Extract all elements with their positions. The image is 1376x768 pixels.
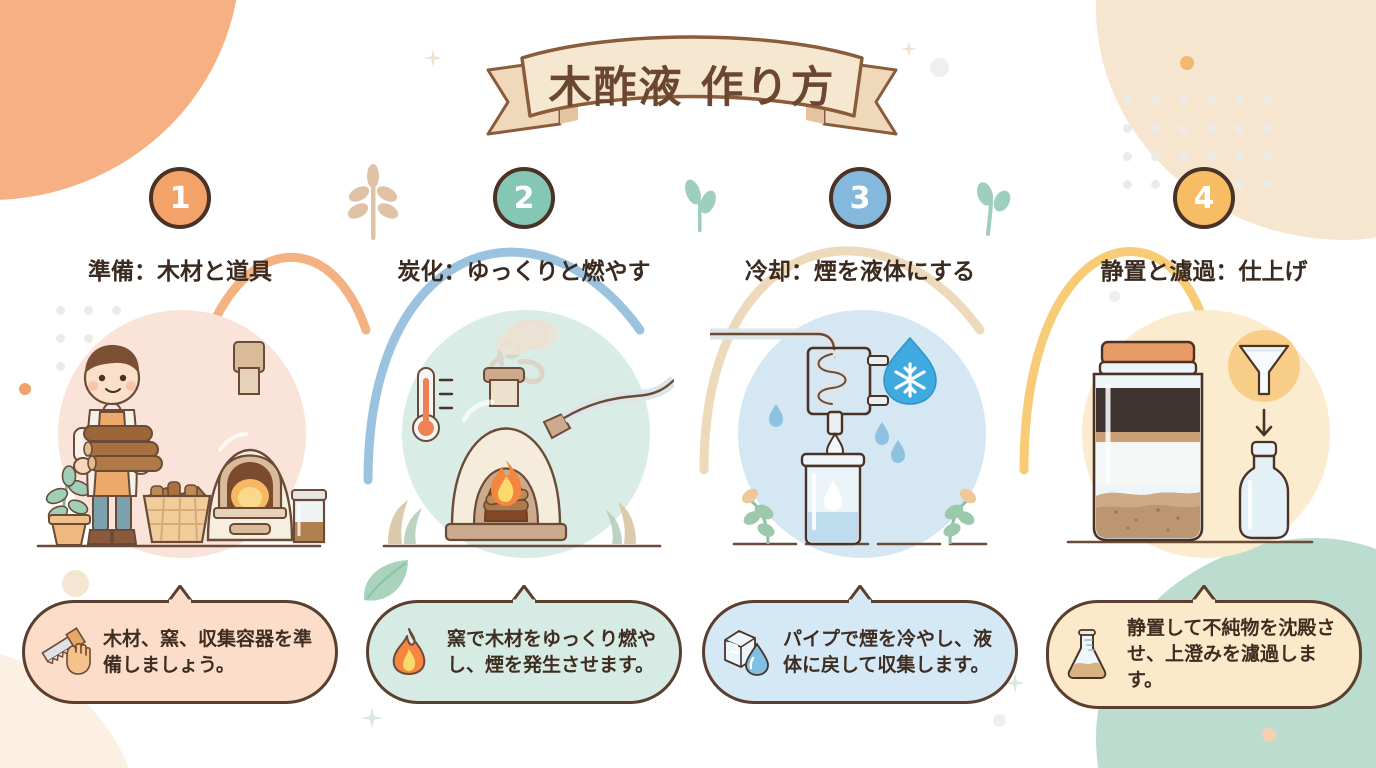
- step-caption-3: パイプで煙を冷やし、液体に戻して収集します。: [702, 585, 1018, 704]
- step-caption-text-1: 木材、窯、収集容器を準備しましょう。: [103, 627, 313, 676]
- step-number-2: 2: [513, 180, 535, 216]
- step-3: 3 冷却：煙を液体にする: [688, 0, 1032, 768]
- step-illustration-2: [374, 300, 674, 568]
- bubble-tail-4: [1190, 585, 1218, 603]
- bubble-tail-1: [166, 585, 194, 603]
- step-number-badge-2: 2: [493, 167, 555, 229]
- step-caption-text-2: 窯で木材をゆっくり燃やし、煙を発生させます。: [447, 627, 657, 676]
- title-ribbon: 木酢液 作り方: [482, 28, 902, 148]
- step-1: 1 準備：木材と道具: [8, 0, 352, 768]
- bubble-tail-3: [846, 585, 874, 603]
- page-title: 木酢液 作り方: [548, 63, 836, 113]
- step-number-3: 3: [849, 180, 871, 216]
- step-title-3: 冷却：煙を液体にする: [744, 259, 976, 285]
- step-number-badge-3: 3: [829, 167, 891, 229]
- ice-cube-and-droplet-icon: [721, 626, 773, 678]
- step-number-badge-1: 1: [149, 167, 211, 229]
- flask-icon: [1065, 628, 1117, 680]
- step-number-4: 4: [1193, 180, 1215, 216]
- step-2: 2 炭化：ゆっくりと燃やす: [352, 0, 696, 768]
- saw-and-glove-icon: [41, 626, 93, 678]
- step-caption-4: 静置して不純物を沈殿させ、上澄みを濾過します。: [1046, 585, 1362, 709]
- step-caption-2: 窯で木材をゆっくり燃やし、煙を発生させます。: [366, 585, 682, 704]
- step-illustration-1: [30, 300, 330, 568]
- step-number-1: 1: [169, 180, 191, 216]
- step-title-1: 準備：木材と道具: [88, 259, 272, 285]
- step-4: 4 静置と濾過：仕上げ: [1032, 0, 1376, 768]
- flame-icon: [385, 626, 437, 678]
- step-caption-1: 木材、窯、収集容器を準備しましょう。: [22, 585, 338, 704]
- step-illustration-3: [710, 300, 1010, 568]
- step-title-4: 静置と濾過：仕上げ: [1100, 259, 1308, 285]
- step-caption-text-3: パイプで煙を冷やし、液体に戻して収集します。: [783, 627, 993, 676]
- bubble-tail-2: [510, 585, 538, 603]
- step-title-2: 炭化：ゆっくりと燃やす: [397, 259, 651, 285]
- step-illustration-4: [1054, 300, 1354, 568]
- step-caption-text-4: 静置して不純物を沈殿させ、上澄みを濾過します。: [1127, 617, 1336, 692]
- step-number-badge-4: 4: [1173, 167, 1235, 229]
